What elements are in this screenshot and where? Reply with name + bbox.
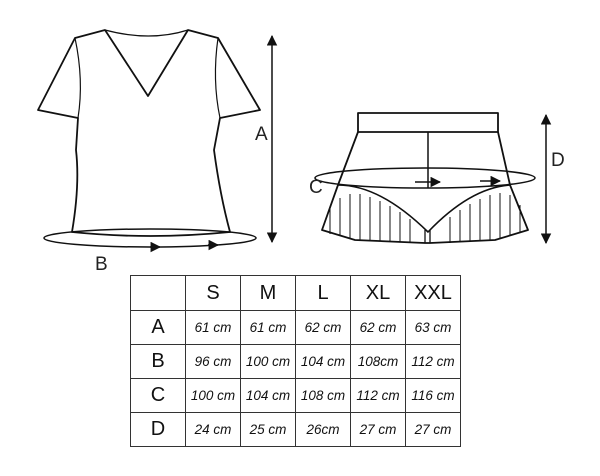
size-header-xl: XL	[350, 275, 406, 311]
row-label-a: A	[130, 310, 186, 345]
table-cell: 61 cm	[240, 310, 296, 345]
table-cell: 116 cm	[405, 378, 461, 413]
tshirt-drawing	[37, 29, 261, 237]
table-cell: 27 cm	[405, 412, 461, 447]
dimension-label-b: B	[95, 254, 108, 275]
table-cell: 108cm	[350, 344, 406, 379]
table-corner-cell	[130, 275, 186, 311]
hem-measure-b	[43, 228, 257, 253]
row-label-c: C	[130, 378, 186, 413]
table-cell: 108 cm	[295, 378, 351, 413]
size-header-s: S	[185, 275, 241, 311]
table-cell: 104 cm	[295, 344, 351, 379]
hip-measure-c	[314, 167, 536, 189]
table-cell: 63 cm	[405, 310, 461, 345]
table-cell: 112 cm	[350, 378, 406, 413]
table-cell: 61 cm	[185, 310, 241, 345]
table-cell: 104 cm	[240, 378, 296, 413]
size-header-m: M	[240, 275, 296, 311]
table-row: D 24 cm 25 cm 26cm 27 cm 27 cm	[130, 412, 461, 447]
table-cell: 25 cm	[240, 412, 296, 447]
dimension-label-a: A	[255, 124, 268, 145]
table-header-row: S M L XL XXL	[130, 275, 461, 311]
table-cell: 62 cm	[350, 310, 406, 345]
dimension-label-c: C	[309, 177, 323, 198]
shorts-ruffle-lines	[329, 193, 521, 243]
table-cell: 100 cm	[185, 378, 241, 413]
table-cell: 24 cm	[185, 412, 241, 447]
table-cell: 27 cm	[350, 412, 406, 447]
table-cell: 112 cm	[405, 344, 461, 379]
size-header-xxl: XXL	[405, 275, 461, 311]
row-label-d: D	[130, 412, 186, 447]
row-label-b: B	[130, 344, 186, 379]
table-row: A 61 cm 61 cm 62 cm 62 cm 63 cm	[130, 310, 461, 345]
table-cell: 96 cm	[185, 344, 241, 379]
table-cell: 100 cm	[240, 344, 296, 379]
size-header-l: L	[295, 275, 351, 311]
shorts-drawing	[321, 112, 529, 244]
table-row: B 96 cm 100 cm 104 cm 108cm 112 cm	[130, 344, 461, 379]
dimension-label-d: D	[551, 150, 565, 171]
table-cell: 26cm	[295, 412, 351, 447]
size-chart-table: S M L XL XXL A 61 cm 61 cm 62 cm 62 cm 6…	[130, 275, 461, 447]
table-cell: 62 cm	[295, 310, 351, 345]
table-row: C 100 cm 104 cm 108 cm 112 cm 116 cm	[130, 378, 461, 413]
